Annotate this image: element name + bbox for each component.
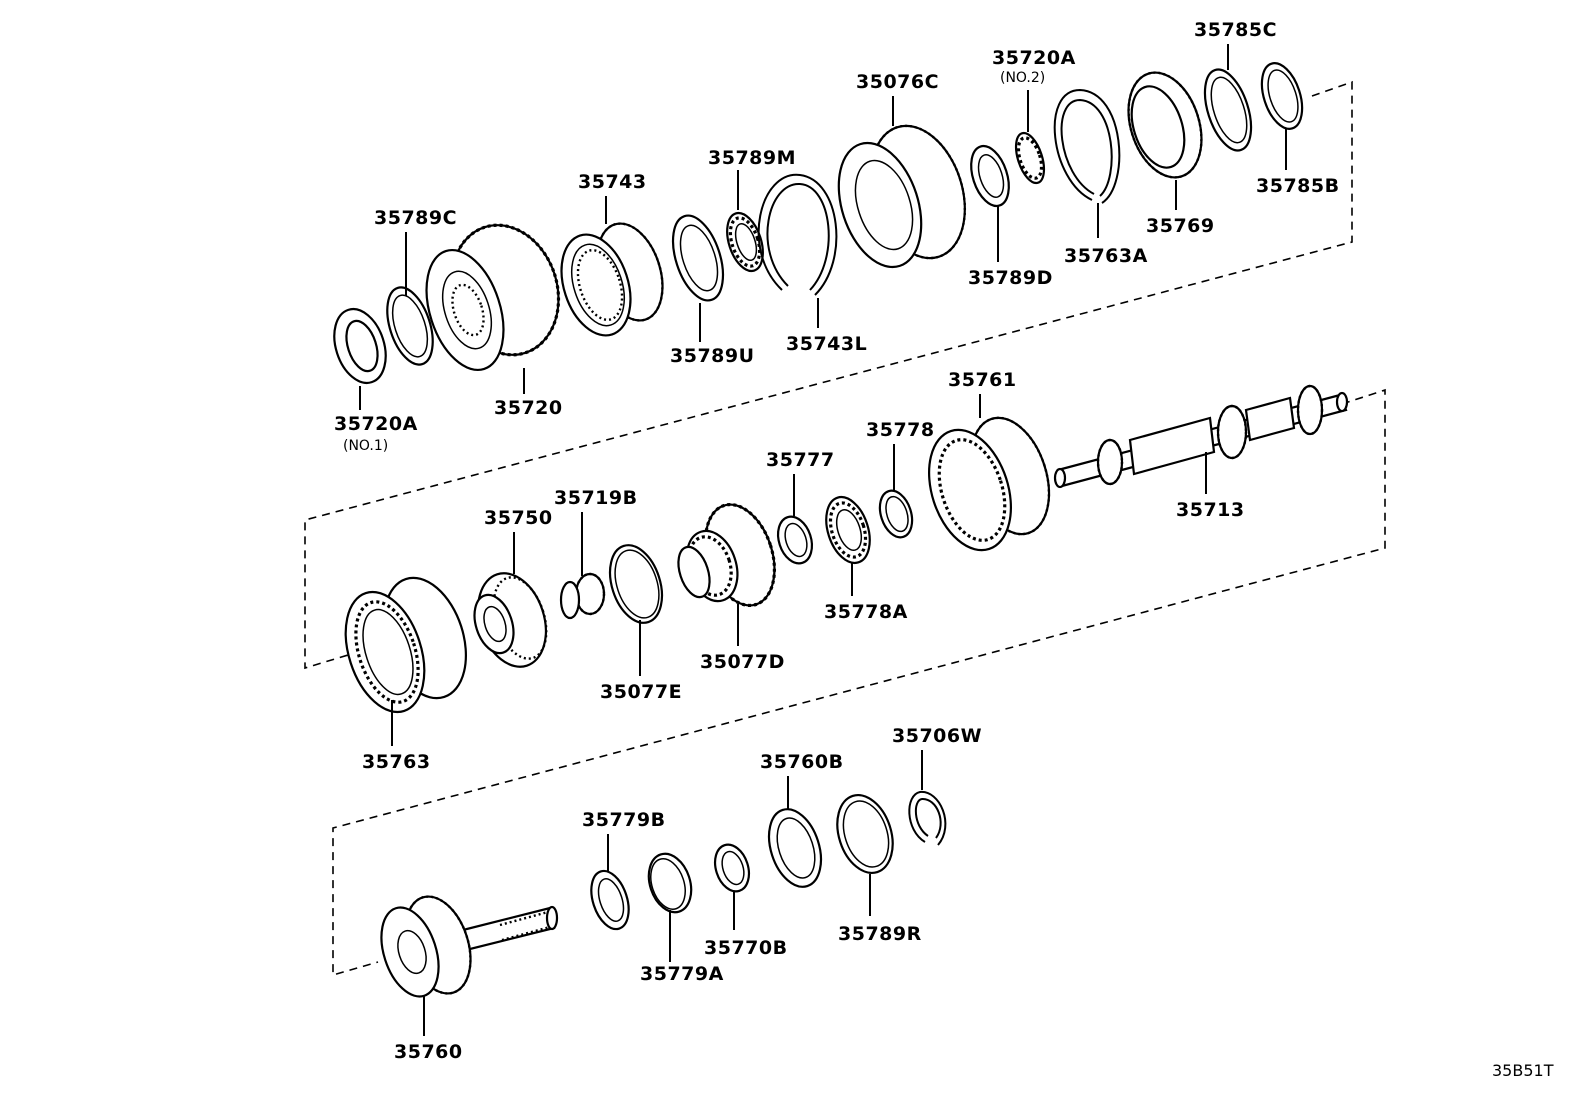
part-35789U: [671, 214, 725, 302]
part-35077D: [677, 502, 777, 608]
label-35777: 35777: [766, 449, 835, 471]
label-35077D: 35077D: [700, 651, 785, 673]
part-35763: [344, 576, 468, 714]
label-35779B: 35779B: [582, 809, 666, 831]
part-35720: [425, 223, 561, 372]
part-35760B: [767, 808, 823, 888]
part-35778: [878, 489, 914, 539]
part-35743L: [757, 173, 838, 296]
part-35750: [473, 572, 548, 668]
part-35778A: [825, 495, 871, 565]
group-outline-upper-to-middle: [304, 80, 1353, 670]
label-35778A: 35778A: [824, 601, 908, 623]
part-35785B: [1260, 62, 1304, 130]
label-35770B: 35770B: [704, 937, 788, 959]
leader-lines: [359, 44, 1287, 1036]
group-outline-middle-right: [332, 388, 1386, 977]
part-35743: [560, 222, 664, 337]
part-35770B: [713, 843, 751, 893]
label-35785C: 35785C: [1194, 19, 1277, 41]
label-35720: 35720: [494, 397, 563, 419]
part-35713: [1053, 384, 1349, 489]
part-35720A-no1: [333, 308, 387, 384]
label-35720A-no1: 35720A: [334, 413, 418, 435]
label-35789C: 35789C: [374, 207, 457, 229]
part-35706W: [908, 790, 947, 846]
part-35779B: [590, 869, 630, 931]
part-35769: [1127, 71, 1203, 179]
label-35077E: 35077E: [600, 681, 682, 703]
part-35720A-no2: [1014, 131, 1046, 185]
label-35785B: 35785B: [1256, 175, 1340, 197]
label-35720A-no2-note: (NO.2): [1000, 70, 1045, 86]
label-35719B: 35719B: [554, 487, 638, 509]
part-35719B: [559, 572, 606, 620]
part-35763A: [1053, 88, 1121, 204]
label-35706W: 35706W: [892, 725, 982, 747]
part-35789R: [836, 794, 894, 874]
label-35789U: 35789U: [670, 345, 755, 367]
part-35077E: [608, 544, 664, 624]
label-35779A: 35779A: [640, 963, 724, 985]
label-35743L: 35743L: [786, 333, 867, 355]
label-35763A: 35763A: [1064, 245, 1148, 267]
label-35789R: 35789R: [838, 923, 922, 945]
label-35750: 35750: [484, 507, 553, 529]
label-35763: 35763: [362, 751, 431, 773]
label-35760B: 35760B: [760, 751, 844, 773]
label-35076C: 35076C: [856, 71, 939, 93]
part-35760: [380, 895, 559, 998]
label-35720A-no2: 35720A: [992, 47, 1076, 69]
part-35785C: [1203, 68, 1253, 152]
label-35760: 35760: [394, 1041, 463, 1063]
label-35743: 35743: [578, 171, 647, 193]
part-35789C: [386, 286, 434, 366]
part-35789M: [726, 211, 764, 273]
label-35789M: 35789M: [708, 147, 796, 169]
part-35761: [927, 416, 1051, 552]
label-35713: 35713: [1176, 499, 1245, 521]
diagram-code: 35B51T: [1492, 1061, 1554, 1080]
label-35789D: 35789D: [968, 267, 1053, 289]
part-35779A: [647, 852, 693, 914]
label-35769: 35769: [1146, 215, 1215, 237]
label-35761: 35761: [948, 369, 1017, 391]
part-labels: 35720A (NO.1) 35789C 35720 35743 35789U …: [334, 19, 1554, 1080]
part-35777: [776, 515, 814, 565]
part-35076C: [837, 124, 967, 269]
label-35778: 35778: [866, 419, 935, 441]
label-35720A-no1-note: (NO.1): [343, 438, 388, 454]
part-35789D: [970, 144, 1010, 208]
